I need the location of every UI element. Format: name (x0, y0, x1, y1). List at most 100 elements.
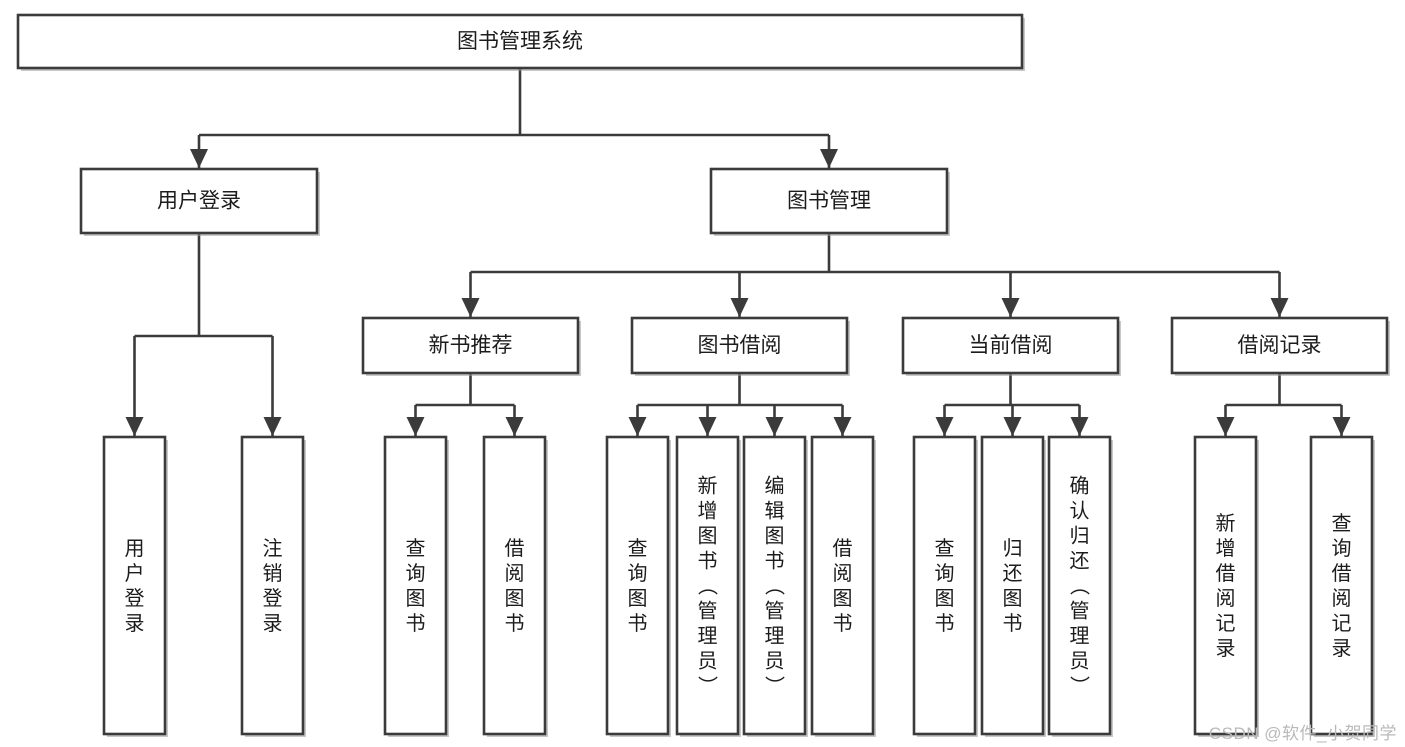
node-box (1193, 435, 1258, 736)
node-label-char: 图 (935, 588, 955, 610)
node-box (102, 435, 167, 736)
node-label-char: 图 (1003, 588, 1023, 610)
node-label-char: 记 (1216, 612, 1236, 635)
edge-arrowhead (820, 149, 838, 168)
edge-arrowhead (833, 417, 852, 436)
node-label-char: 阅 (1216, 587, 1236, 610)
edge-arrowhead (406, 417, 425, 436)
function-node[interactable]: 用户登录用户登录 (102, 435, 168, 737)
node-label-char: 录 (263, 613, 283, 635)
node-label-char: 图 (406, 588, 426, 610)
node-label-char: 认 (1070, 500, 1090, 523)
node-label-char: 图 (765, 526, 785, 548)
node-label-char: 书 (698, 550, 718, 573)
submodule-node[interactable]: 图书借阅 (630, 316, 850, 376)
node-label-char: 理 (698, 626, 718, 648)
node-label-char: 录 (1332, 638, 1352, 660)
node-label: 用户登录 (157, 190, 241, 213)
function-node[interactable]: 新增借阅记录新增借阅记录 (1193, 435, 1259, 737)
edge-arrowhead (765, 417, 784, 436)
node-label: 新书推荐 (429, 334, 513, 357)
edge-arrowhead (1070, 417, 1089, 436)
node-label-char: 新 (698, 475, 718, 498)
function-node[interactable]: 查询图书查询图书 (912, 435, 978, 737)
node-label-char: 员 (765, 651, 785, 673)
node-box (16, 13, 1024, 70)
node-box (79, 167, 319, 235)
function-node[interactable]: 查询图书查询图书 (383, 435, 449, 737)
node-label-char: （ (696, 576, 719, 596)
node-label: 图书借阅 (698, 334, 782, 357)
function-node[interactable]: 查询图书查询图书 (605, 435, 671, 737)
node-label-char: 增 (1216, 537, 1236, 560)
node-label: 当前借阅 (969, 334, 1053, 357)
edge-arrowhead (1332, 417, 1351, 436)
node-label-char: 理 (1070, 626, 1090, 648)
node-label-char: 查 (1332, 512, 1352, 535)
node-label-char: ） (696, 676, 719, 696)
node-label-char: 书 (935, 612, 955, 635)
node-label-char: 查 (628, 537, 648, 560)
edge-arrowhead (730, 298, 749, 317)
node-box (1047, 435, 1112, 736)
edge-arrowhead (125, 417, 144, 436)
node-label-char: 询 (1332, 537, 1352, 560)
node-label: 图书管理系统 (457, 30, 583, 53)
edge-arrowhead (628, 417, 647, 436)
function-node[interactable]: 借阅图书借阅图书 (810, 435, 876, 737)
node-label-char: ） (1068, 676, 1091, 696)
node-box (383, 435, 448, 736)
node-label-char: 书 (628, 612, 648, 635)
node-box (361, 316, 580, 375)
node-label-char: 登 (125, 587, 145, 610)
edge-arrowhead (1216, 417, 1235, 436)
node-label-char: 员 (698, 651, 718, 673)
function-node[interactable]: 查询借阅记录查询借阅记录 (1309, 435, 1375, 737)
edge-arrowhead (461, 298, 480, 317)
root-node[interactable]: 图书管理系统 (16, 13, 1025, 71)
node-label-char: 理 (765, 626, 785, 648)
module-node[interactable]: 图书管理 (709, 167, 950, 236)
node-label-char: 书 (406, 612, 426, 635)
node-box (912, 435, 977, 736)
node-box (240, 435, 305, 736)
submodule-node[interactable]: 新书推荐 (361, 316, 581, 376)
node-label-char: （ (1068, 576, 1091, 596)
node-label-char: 书 (765, 550, 785, 573)
node-label-char: 借 (1332, 562, 1352, 585)
node-box (709, 167, 949, 235)
node-box (605, 435, 670, 736)
module-node[interactable]: 用户登录 (79, 167, 320, 236)
node-label-char: 书 (505, 612, 525, 635)
node-label-char: 辑 (765, 500, 785, 523)
edge-arrowhead (263, 417, 282, 436)
function-node[interactable]: 归还图书归还图书 (980, 435, 1046, 737)
node-label-char: 管 (698, 600, 718, 623)
edge-arrowhead (190, 149, 208, 168)
node-box (482, 435, 547, 736)
node-label-char: 还 (1003, 562, 1023, 585)
node-layer: 图书管理系统用户登录图书管理新书推荐图书借阅当前借阅借阅记录用户登录用户登录注销… (16, 13, 1390, 737)
submodule-node[interactable]: 借阅记录 (1170, 316, 1390, 376)
node-box (810, 435, 875, 736)
function-node[interactable]: 借阅图书借阅图书 (482, 435, 548, 737)
node-label-char: 图 (628, 588, 648, 610)
node-label-char: 记 (1332, 612, 1352, 635)
node-label-char: 查 (935, 537, 955, 560)
node-label-char: 编 (765, 475, 785, 498)
node-label-char: （ (763, 576, 786, 596)
function-node[interactable]: 注销登录注销登录 (240, 435, 306, 737)
node-label-char: 阅 (1332, 587, 1352, 610)
node-label-char: 借 (833, 537, 853, 560)
node-label-char: 管 (765, 600, 785, 623)
submodule-node[interactable]: 当前借阅 (901, 316, 1121, 376)
node-label-char: 书 (833, 612, 853, 635)
edge-arrowhead (698, 417, 717, 436)
node-box (901, 316, 1120, 375)
node-label-char: 增 (698, 500, 718, 523)
node-label-char: 图 (698, 526, 718, 548)
